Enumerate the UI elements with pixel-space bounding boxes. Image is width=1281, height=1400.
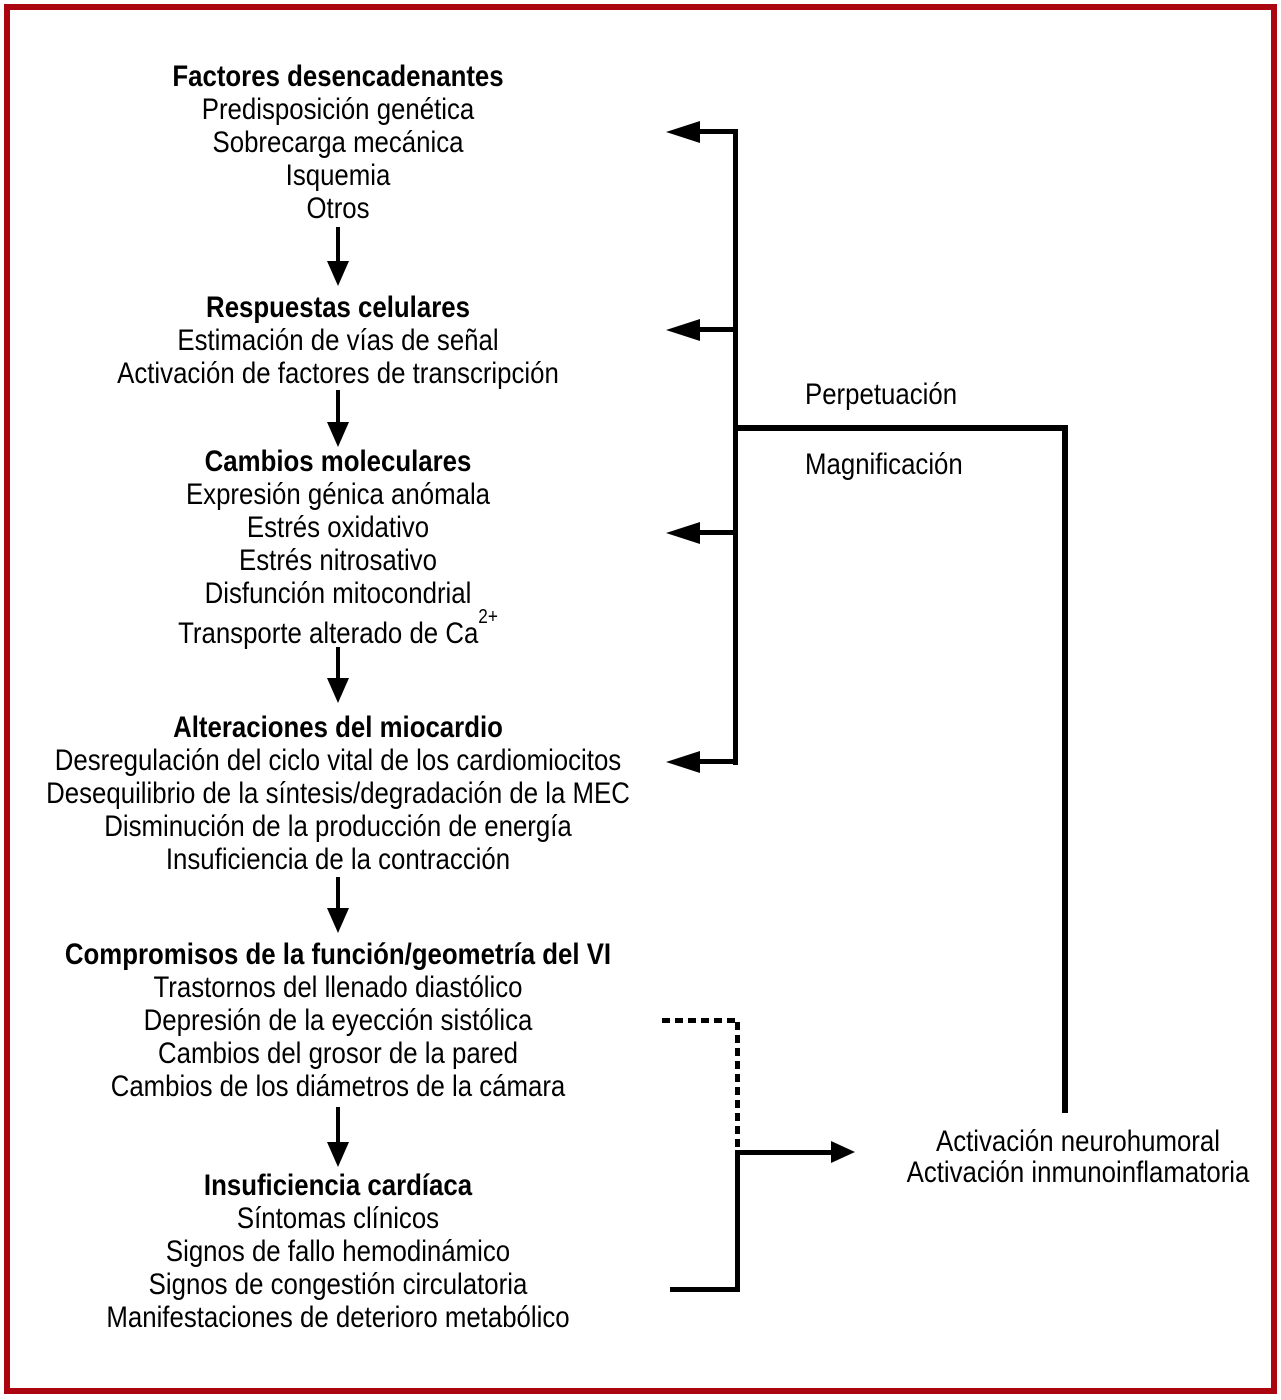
flow-item: Síntomas clínicos bbox=[236, 1202, 440, 1235]
block-title: Factores desencadenantes bbox=[172, 60, 504, 93]
flow-item: Estrés oxidativo bbox=[246, 511, 430, 544]
feedback-arrow-4-stem bbox=[698, 759, 738, 764]
flow-item: Expresión génica anómala bbox=[185, 478, 491, 511]
block-respuestas-celulares: Respuestas celulares Estimación de vías … bbox=[81, 291, 595, 390]
feedback-arrow-1-stem bbox=[698, 129, 738, 134]
flow-item: Estimación de vías de señal bbox=[177, 324, 499, 357]
label-perpetuacion: Perpetuación bbox=[805, 378, 958, 411]
flow-item: Signos de congestión circulatoria bbox=[148, 1268, 528, 1301]
flow-item: Estrés nitrosativo bbox=[239, 544, 437, 577]
down-arrow-2-head bbox=[327, 422, 349, 447]
feedback-arrow-3-head bbox=[666, 522, 700, 544]
lower-connector-vertical bbox=[735, 1150, 740, 1292]
down-arrow-5-stem bbox=[336, 1107, 340, 1144]
feedback-right-vertical-line bbox=[1062, 425, 1068, 1113]
dashed-connector-horizontal bbox=[662, 1018, 738, 1023]
calcium-text: Transporte alterado de Ca bbox=[178, 617, 479, 650]
lower-connector-horizontal bbox=[670, 1287, 740, 1292]
down-arrow-5-head bbox=[327, 1142, 349, 1167]
label-magnificacion: Magnificación bbox=[805, 448, 963, 481]
flow-item: Cambios del grosor de la pared bbox=[158, 1037, 518, 1070]
block-title: Alteraciones del miocardio bbox=[173, 711, 503, 744]
down-arrow-4-stem bbox=[336, 877, 340, 910]
block-alteraciones-miocardio: Alteraciones del miocardio Desregulación… bbox=[0, 711, 677, 876]
down-arrow-1-head bbox=[327, 261, 349, 286]
feedback-arrow-2-head bbox=[666, 319, 700, 341]
flow-item: Activación de factores de transcripción bbox=[117, 357, 559, 390]
block-title: Cambios moleculares bbox=[204, 445, 472, 478]
feedback-horizontal-line bbox=[733, 425, 1068, 431]
down-arrow-2-stem bbox=[336, 390, 340, 424]
block-title: Respuestas celulares bbox=[206, 291, 470, 324]
activation-arrow-head bbox=[831, 1141, 855, 1163]
flow-item: Desregulación del ciclo vital de los car… bbox=[54, 744, 622, 777]
activation-text-block: Activación neurohumoral Activación inmun… bbox=[879, 1126, 1278, 1188]
flow-item: Insuficiencia de la contracción bbox=[165, 843, 511, 876]
down-arrow-3-stem bbox=[336, 647, 340, 680]
feedback-arrow-3-stem bbox=[698, 530, 738, 535]
flow-item: Isquemia bbox=[285, 159, 391, 192]
activation-line-1: Activación neurohumoral bbox=[936, 1125, 1220, 1158]
flow-item: Manifestaciones de deterioro metabólico bbox=[106, 1301, 570, 1334]
flow-item: Depresión de la eyección sistólica bbox=[143, 1004, 533, 1037]
down-arrow-1-stem bbox=[336, 227, 340, 263]
block-title: Insuficiencia cardíaca bbox=[203, 1169, 473, 1202]
activation-line-2: Activación inmunoinflamatoria bbox=[906, 1156, 1250, 1189]
flow-item: Desequilibrio de la síntesis/degradación… bbox=[46, 777, 630, 810]
block-compromisos-vi: Compromisos de la función/geometría del … bbox=[20, 938, 655, 1103]
activation-arrow-stem bbox=[735, 1150, 831, 1155]
calcium-superscript: 2+ bbox=[478, 606, 498, 628]
feedback-spine-line bbox=[733, 130, 738, 765]
down-arrow-3-head bbox=[327, 678, 349, 703]
flow-item: Cambios de los diámetros de la cámara bbox=[110, 1070, 566, 1103]
flow-item: Sobrecarga mecánica bbox=[212, 126, 464, 159]
block-insuficiencia-cardiaca: Insuficiencia cardíaca Síntomas clínicos… bbox=[69, 1169, 608, 1334]
feedback-arrow-1-head bbox=[666, 121, 700, 143]
block-cambios-moleculares: Cambios moleculares Expresión génica anó… bbox=[152, 445, 524, 650]
flow-item: Otros bbox=[306, 192, 370, 225]
flow-item-calcium: Transporte alterado de Ca2+ bbox=[178, 606, 498, 650]
dashed-connector-vertical bbox=[735, 1022, 740, 1151]
block-factores-desencadenantes: Factores desencadenantes Predisposición … bbox=[145, 60, 530, 225]
flow-item: Predisposición genética bbox=[201, 93, 475, 126]
flow-item: Trastornos del llenado diastólico bbox=[153, 971, 523, 1004]
feedback-arrow-2-stem bbox=[698, 327, 738, 332]
flow-item: Signos de fallo hemodinámico bbox=[165, 1235, 511, 1268]
flow-item: Disminución de la producción de energía bbox=[104, 810, 572, 843]
flow-item: Disfunción mitocondrial bbox=[204, 577, 472, 610]
feedback-arrow-4-head bbox=[666, 751, 700, 773]
down-arrow-4-head bbox=[327, 908, 349, 933]
block-title: Compromisos de la función/geometría del … bbox=[64, 938, 612, 971]
